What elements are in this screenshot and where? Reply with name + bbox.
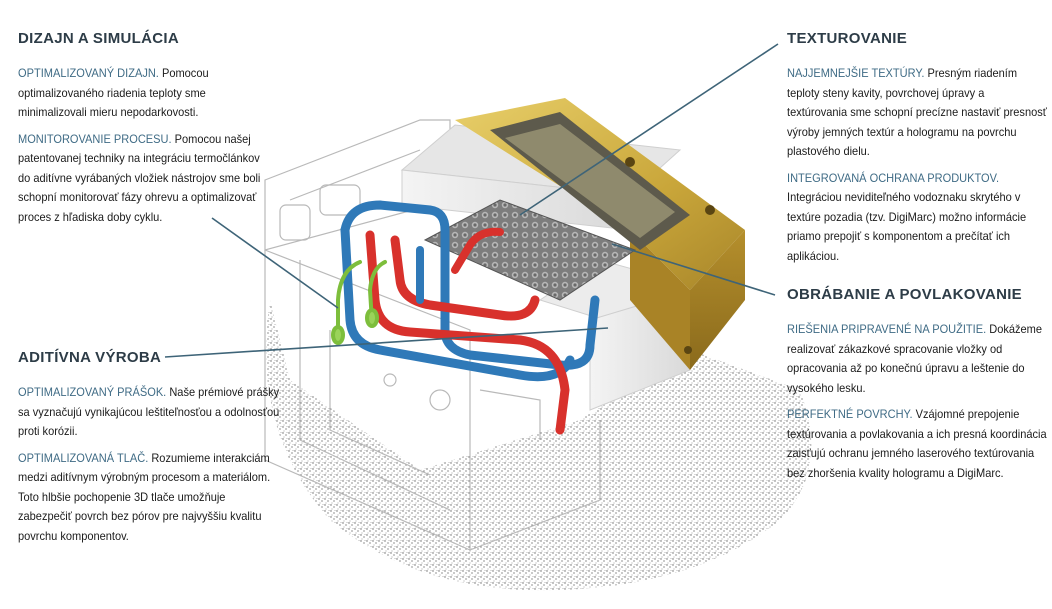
textured-cavity-plate (423, 199, 637, 301)
texturing-item-1-lead: NAJJEMNEJŠIE TEXTÚRY. (787, 66, 925, 80)
machining-item-2: PERFEKTNÉ POVRCHY. Vzájomné prepojenie t… (787, 405, 1047, 483)
machining-item-1-text: Dokážeme realizovať zákazkové spracovani… (787, 322, 1043, 395)
design-item-2-text: Pomocou našej patentovanej techniky na i… (18, 131, 261, 224)
additive-manufacturing-heading: ADITÍVNA VÝROBA (18, 349, 162, 366)
design-item-2-lead: MONITOROVANIE PROCESU. (18, 131, 172, 146)
additive-manufacturing-section: ADITÍVNA VÝROBA OPTIMALIZOVANÝ PRÁŠOK. N… (18, 349, 283, 553)
leader-lines (164, 43, 779, 358)
design-simulation-section: DIZAJN A SIMULÁCIA OPTIMALIZOVANÝ DIZAJN… (18, 30, 276, 234)
design-item-1-lead: OPTIMALIZOVANÝ DIZAJN. (18, 66, 159, 80)
texturing-item-1-text: Presným riadením teploty steny kavity, p… (787, 66, 1047, 158)
texturing-section: TEXTUROVANIE NAJJEMNEJŠIE TEXTÚRY. Presn… (787, 30, 1049, 273)
leader-line-design (211, 217, 339, 309)
machining-coating-section: OBRÁBANIE A POVLAKOVANIE RIEŠENIA PRIPRA… (787, 286, 1049, 490)
additive-item-1-lead: OPTIMALIZOVANÝ PRÁŠOK. (18, 385, 167, 399)
machining-item-1: RIEŠENIA PRIPRAVENÉ NA POUŽITIE. Dokážem… (787, 320, 1047, 398)
additive-item-2-text: Rozumieme interakciám medzi aditívnym vý… (18, 450, 271, 543)
machining-item-1-lead: RIEŠENIA PRIPRAVENÉ NA POUŽITIE. (787, 322, 987, 336)
additive-item-1: OPTIMALIZOVANÝ PRÁŠOK. Naše prémiové prá… (18, 383, 281, 442)
wireframe-body (264, 119, 601, 551)
cooling-channels (340, 200, 600, 435)
design-item-2: MONITOROVANIE PROCESU. Pomocou našej pat… (18, 130, 274, 228)
texturing-item-1: NAJJEMNEJŠIE TEXTÚRY. Presným riadením t… (787, 64, 1047, 162)
texturing-item-2-text: Integráciou neviditeľného vodoznaku skry… (787, 190, 1027, 263)
leader-line-additive (164, 327, 609, 358)
leader-line-machining (611, 243, 776, 296)
texturing-item-2-lead: INTEGROVANÁ OCHRANA PRODUKTOV. (787, 170, 1000, 185)
machining-item-2-lead: PERFEKTNÉ POVRCHY. (787, 407, 913, 421)
design-simulation-heading: DIZAJN A SIMULÁCIA (18, 30, 179, 47)
design-item-1: OPTIMALIZOVANÝ DIZAJN. Pomocou optimaliz… (18, 64, 274, 123)
additive-item-2: OPTIMALIZOVANÁ TLAČ. Rozumieme interakci… (18, 449, 281, 547)
thermocouple-sensors (331, 260, 387, 345)
machining-item-2-text: Vzájomné prepojenie textúrovania a povla… (787, 407, 1047, 480)
additive-item-2-lead: OPTIMALIZOVANÁ TLAČ. (18, 450, 149, 465)
texturing-heading: TEXTUROVANIE (787, 30, 907, 47)
brass-mould-block (455, 98, 745, 370)
machining-coating-heading: OBRÁBANIE A POVLAKOVANIE (787, 286, 1022, 303)
design-item-1-text: Pomocou optimalizovaného riadenia teplot… (18, 66, 209, 119)
additive-item-1-text: Naše prémiové prášky sa vyznačujú vynika… (18, 385, 280, 438)
leader-line-texturing (519, 43, 779, 216)
texturing-item-2: INTEGROVANÁ OCHRANA PRODUKTOV. Integráci… (787, 169, 1047, 267)
